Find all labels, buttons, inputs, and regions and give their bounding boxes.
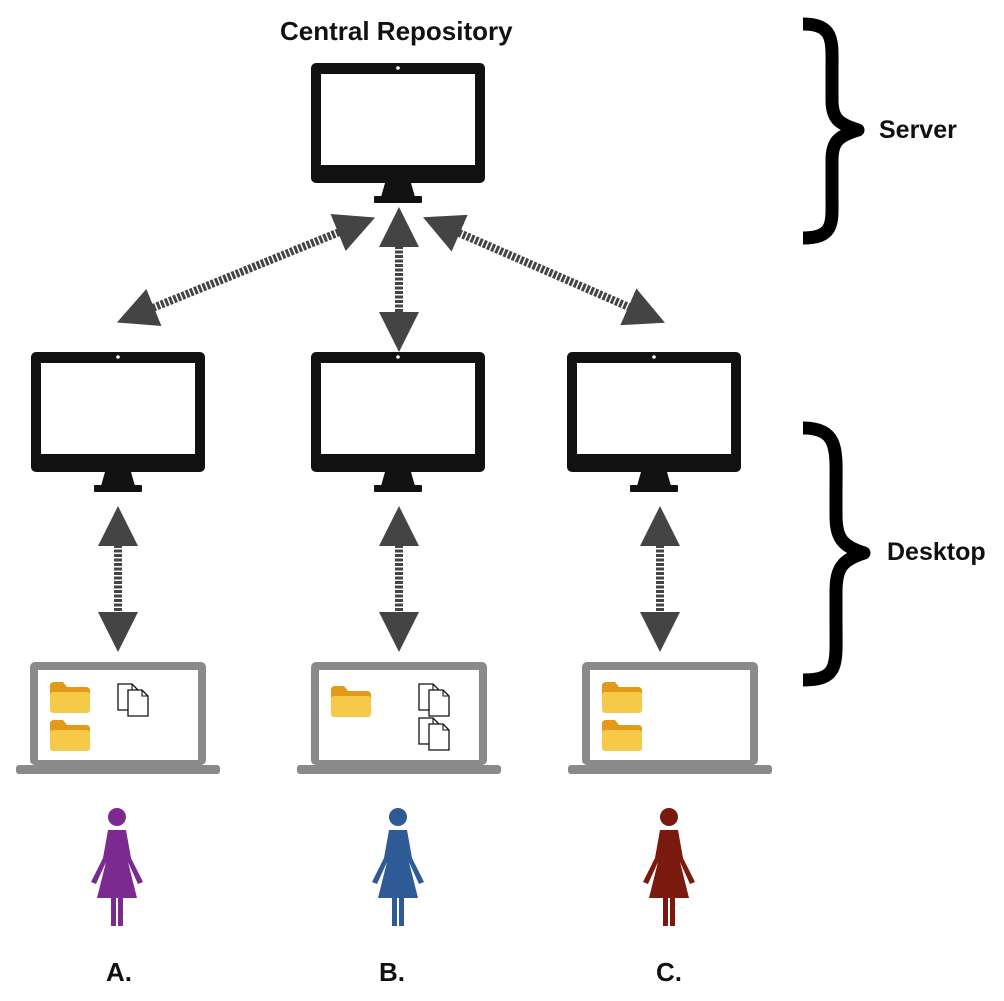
double-arrow-icon [116, 214, 376, 326]
laptop-icon-c [568, 662, 772, 774]
curly-brace-icon [802, 17, 865, 245]
desktop-tier-label: Desktop [887, 538, 986, 566]
desktop-monitor-icon-c [567, 352, 741, 492]
person-icon-b [372, 808, 424, 926]
laptop-icon-b [297, 662, 501, 774]
desktop-monitor-icon-a [31, 352, 205, 492]
person-icon-a [91, 808, 143, 926]
user-label-a: A. [106, 957, 132, 987]
central-repository-title: Central Repository [280, 16, 513, 46]
desktop-monitor-icon-b [311, 352, 485, 492]
user-label-b: B. [379, 957, 405, 987]
person-icon-c [643, 808, 695, 926]
server-monitor-icon [311, 63, 485, 203]
server-tier-label: Server [879, 116, 957, 144]
double-arrow-icon [423, 214, 665, 326]
laptop-icon-a [16, 662, 220, 774]
user-label-c: C. [656, 957, 682, 987]
curly-brace-icon [802, 421, 871, 687]
